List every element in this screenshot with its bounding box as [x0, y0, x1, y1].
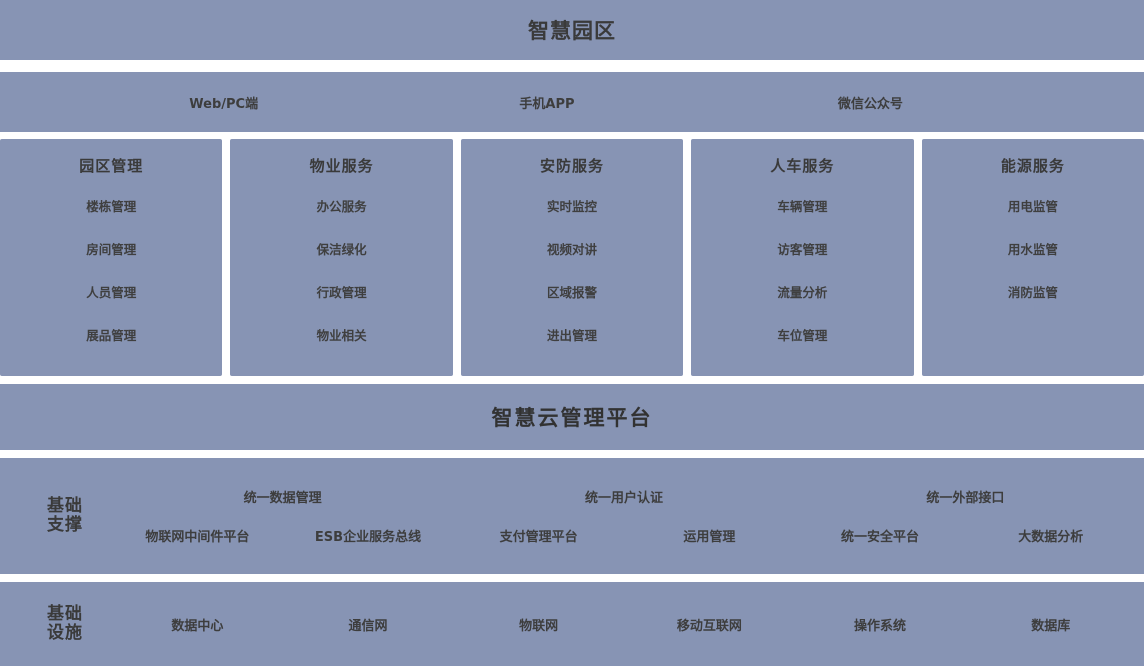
service-card-title: 能源服务 — [1000, 157, 1065, 175]
service-card-people-vehicle-service[interactable]: 人车服务 车辆管理 访客管理 流量分析 车位管理 — [691, 139, 914, 376]
service-item[interactable]: 展品管理 — [86, 328, 137, 343]
support-side-label-line2: 支撑 — [47, 515, 83, 535]
service-card-park-management[interactable]: 园区管理 楼栋管理 房间管理 人员管理 展品管理 — [0, 139, 223, 376]
infra-item[interactable]: 移动互联网 — [676, 618, 742, 634]
service-card-items: 办公服务 保洁绿化 行政管理 物业相关 — [234, 196, 448, 344]
support-bottom-item[interactable]: 统一安全平台 — [841, 530, 920, 545]
service-item[interactable]: 物业相关 — [316, 328, 367, 343]
service-card-title: 人车服务 — [770, 157, 835, 175]
title-band: 智慧园区 — [0, 0, 1144, 60]
service-item[interactable]: 保洁绿化 — [316, 242, 367, 257]
service-item[interactable]: 楼栋管理 — [86, 199, 137, 214]
infra-side-label-line2: 设施 — [47, 623, 83, 643]
support-side-label-line1: 基础 — [47, 495, 83, 516]
platform-band: 智慧云管理平台 — [0, 384, 1144, 450]
service-card-title: 安防服务 — [540, 157, 605, 175]
infrastructure-content: 数据中心 通信网 物联网 移动互联网 操作系统 数据库 — [112, 582, 1144, 666]
support-bottom-item[interactable]: 运用管理 — [683, 530, 736, 545]
channel-row: Web/PC端 手机APP 微信公众号 — [0, 72, 1144, 132]
support-top-item[interactable]: 统一外部接口 — [926, 491, 1005, 506]
service-item[interactable]: 办公服务 — [316, 199, 367, 214]
channel-item-web[interactable]: Web/PC端 — [189, 96, 259, 112]
service-card-items: 用电监管 用水监管 消防监管 — [926, 196, 1140, 301]
support-side-label: 基础 支撑 — [36, 495, 94, 535]
service-card-title: 物业服务 — [309, 157, 374, 175]
platform-title: 智慧云管理平台 — [491, 406, 653, 430]
service-item[interactable]: 视频对讲 — [547, 242, 598, 257]
service-item[interactable]: 区域报警 — [547, 285, 598, 300]
service-card-security-service[interactable]: 安防服务 实时监控 视频对讲 区域报警 进出管理 — [460, 139, 684, 376]
service-columns-row: 园区管理 楼栋管理 房间管理 人员管理 展品管理 物业服务 办公服务 保洁绿化 … — [0, 139, 1144, 376]
infra-item[interactable]: 数据库 — [1031, 618, 1071, 634]
service-item[interactable]: 车辆管理 — [777, 199, 828, 214]
support-top-item[interactable]: 统一用户认证 — [584, 491, 663, 506]
service-item[interactable]: 进出管理 — [547, 328, 598, 343]
infrastructure-band: 基础 设施 数据中心 通信网 物联网 移动互联网 操作系统 数据库 — [0, 582, 1144, 666]
service-card-items: 实时监控 视频对讲 区域报警 进出管理 — [465, 196, 679, 344]
support-bottom-item[interactable]: 物联网中间件平台 — [145, 530, 250, 545]
infra-item[interactable]: 操作系统 — [854, 618, 907, 634]
support-bottom-item[interactable]: ESB企业服务总线 — [314, 530, 422, 545]
service-item[interactable]: 用电监管 — [1007, 199, 1058, 214]
diagram-title: 智慧园区 — [528, 19, 616, 43]
infra-item[interactable]: 数据中心 — [171, 618, 224, 634]
service-item[interactable]: 房间管理 — [86, 242, 137, 257]
service-card-items: 楼栋管理 房间管理 人员管理 展品管理 — [4, 196, 218, 344]
service-card-energy-service[interactable]: 能源服务 用电监管 用水监管 消防监管 — [921, 139, 1144, 376]
service-item[interactable]: 消防监管 — [1007, 285, 1058, 300]
channel-item-wechat[interactable]: 微信公众号 — [837, 96, 903, 112]
channel-band: Web/PC端 手机APP 微信公众号 — [0, 72, 1144, 132]
support-bottom-item[interactable]: 支付管理平台 — [499, 530, 578, 545]
service-item[interactable]: 实时监控 — [547, 199, 598, 214]
infra-item[interactable]: 物联网 — [519, 618, 559, 634]
infra-side-label-line1: 基础 — [47, 603, 83, 624]
service-card-property-service[interactable]: 物业服务 办公服务 保洁绿化 行政管理 物业相关 — [230, 139, 453, 376]
service-item[interactable]: 人员管理 — [86, 285, 137, 300]
service-item[interactable]: 用水监管 — [1007, 242, 1058, 257]
support-top-item[interactable]: 统一数据管理 — [243, 491, 322, 506]
support-bottom-row: 物联网中间件平台 ESB企业服务总线 支付管理平台 运用管理 统一安全平台 大数… — [112, 526, 1136, 545]
support-top-row: 统一数据管理 统一用户认证 统一外部接口 — [112, 487, 1136, 506]
service-card-title: 园区管理 — [79, 157, 144, 175]
support-content: 统一数据管理 统一用户认证 统一外部接口 物联网中间件平台 ESB企业服务总线 … — [112, 458, 1144, 574]
service-item[interactable]: 访客管理 — [777, 242, 828, 257]
service-item[interactable]: 车位管理 — [777, 328, 828, 343]
service-card-items: 车辆管理 访客管理 流量分析 车位管理 — [695, 196, 909, 344]
support-bottom-item[interactable]: 大数据分析 — [1018, 530, 1084, 545]
service-item[interactable]: 行政管理 — [316, 285, 367, 300]
support-band: 基础 支撑 统一数据管理 统一用户认证 统一外部接口 物联网中间件平台 ESB企… — [0, 458, 1144, 574]
service-item[interactable]: 流量分析 — [777, 285, 828, 300]
infra-item[interactable]: 通信网 — [348, 618, 388, 634]
infra-side-label: 基础 设施 — [36, 603, 94, 643]
channel-item-mobile-app[interactable]: 手机APP — [519, 96, 575, 112]
